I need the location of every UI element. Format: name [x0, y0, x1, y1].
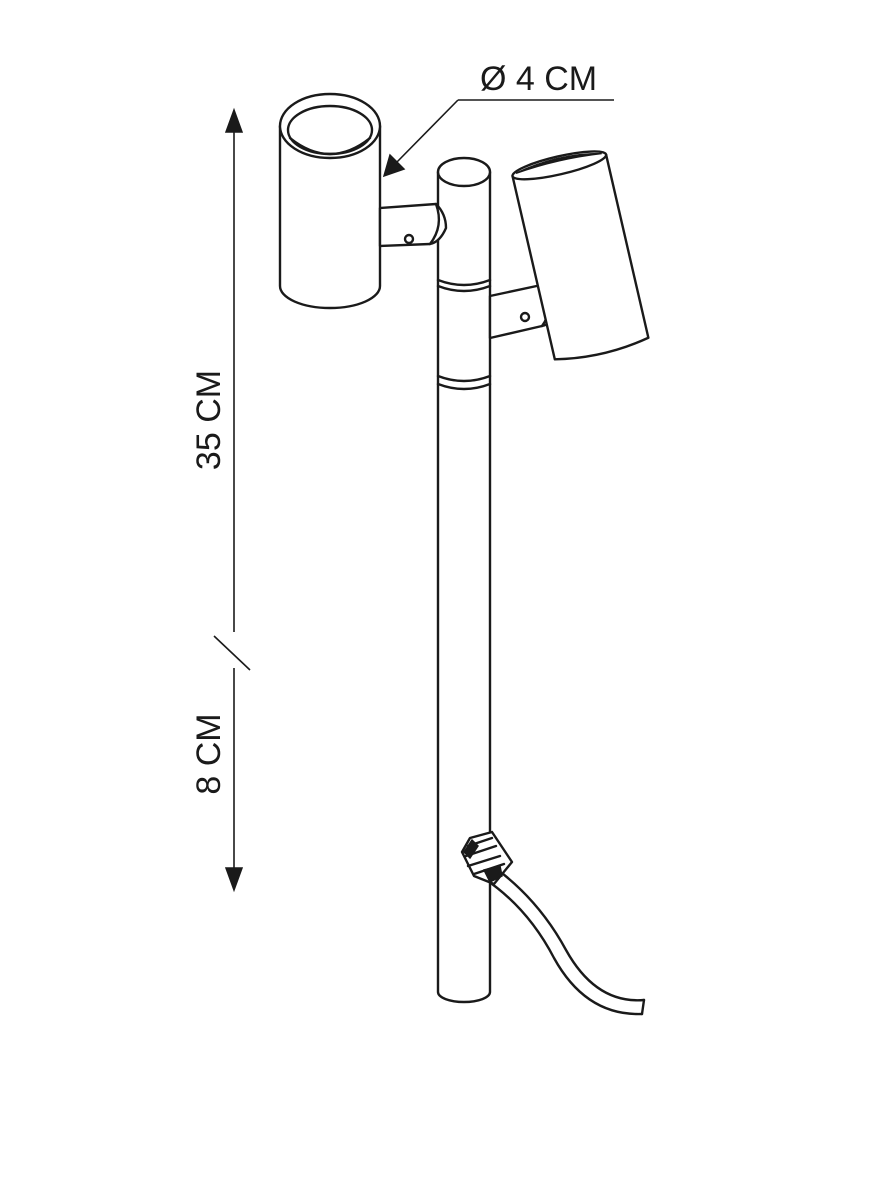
label-diameter: Ø 4 CM — [480, 60, 597, 98]
pole-band-1b — [436, 284, 492, 293]
leader-arrow-icon — [382, 153, 406, 178]
label-35cm: 35 CM — [190, 370, 228, 470]
arrow-down-icon — [224, 867, 244, 893]
left-bracket-screw-icon — [403, 233, 415, 245]
pole-top-cap — [436, 156, 492, 188]
cable-end — [640, 998, 646, 1016]
right-spot-rim-shade — [515, 152, 602, 175]
leader-diagonal — [395, 99, 459, 164]
break-mark — [213, 635, 251, 671]
cable-outline-bottom — [490, 882, 644, 1016]
left-spot-rim — [278, 92, 382, 160]
right-bracket-screw-icon — [519, 311, 531, 323]
left-bracket-edge — [428, 202, 441, 246]
pole-band-1 — [436, 278, 492, 287]
cable-gland — [460, 830, 514, 886]
left-spot-body — [278, 124, 382, 310]
label-8cm: 8 CM — [190, 713, 228, 794]
cable-outline-top — [496, 868, 646, 1002]
pole — [436, 156, 492, 1004]
arrow-up-icon — [224, 107, 244, 133]
right-spot-body — [511, 153, 650, 361]
right-spot-rim — [511, 150, 608, 181]
left-spot-inner-shadow — [288, 136, 372, 156]
right-spotlight — [488, 150, 650, 361]
left-bracket — [378, 202, 448, 248]
pole-band-2 — [436, 374, 492, 383]
left-spotlight — [278, 92, 448, 310]
vertical-dimension: 35 CM 8 CM — [190, 107, 251, 893]
pole-band-2b — [436, 382, 492, 391]
diameter-callout: Ø 4 CM — [382, 60, 614, 178]
cable-assembly — [460, 830, 646, 1016]
